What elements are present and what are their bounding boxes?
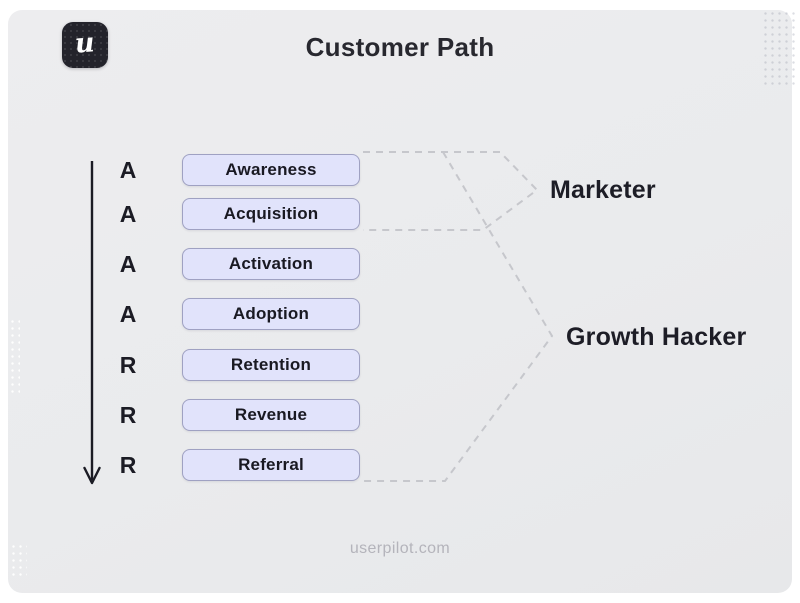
stage-box: Awareness [182,154,360,186]
stage-row: R Retention [0,348,800,382]
stage-row: R Referral [0,448,800,482]
stage-box: Referral [182,449,360,481]
marketer-label: Marketer [550,176,656,204]
stage-box-label: Revenue [234,405,308,424]
stage-box-label: Acquisition [223,204,319,223]
userpilot-logo-icon: u [62,22,108,68]
stage-row: A Activation [0,247,800,281]
stage-initial: A [119,157,137,183]
footer-url: userpilot.com [349,540,451,557]
growth-hacker-label: Growth Hacker [566,323,747,351]
stage-initial: A [119,301,137,327]
stage-box-label: Referral [238,455,304,474]
dot-pattern-left [2,318,20,394]
stage-box-label: Retention [230,355,312,374]
stage-row: A Acquisition [0,197,800,231]
stage-initial: R [119,452,137,478]
stage-initial: R [119,402,137,428]
stage-box-label: Adoption [232,304,310,323]
stage-box-label: Awareness [225,160,317,179]
page-title: Customer Path [305,32,495,62]
stage-row: A Adoption [0,297,800,331]
stage-box: Retention [182,349,360,381]
stage-box: Acquisition [182,198,360,230]
stage-initial: A [119,201,137,227]
stage-box: Revenue [182,399,360,431]
stage-box: Activation [182,248,360,280]
stage-row: R Revenue [0,398,800,432]
dot-pattern-top-right [762,10,796,86]
stage-box-label: Activation [228,254,314,273]
stage-box: Adoption [182,298,360,330]
stage-initial: A [119,251,137,277]
stage-row: A Awareness [0,153,800,187]
dot-pattern-bottom-left [3,543,27,579]
stage-initial: R [119,352,137,378]
